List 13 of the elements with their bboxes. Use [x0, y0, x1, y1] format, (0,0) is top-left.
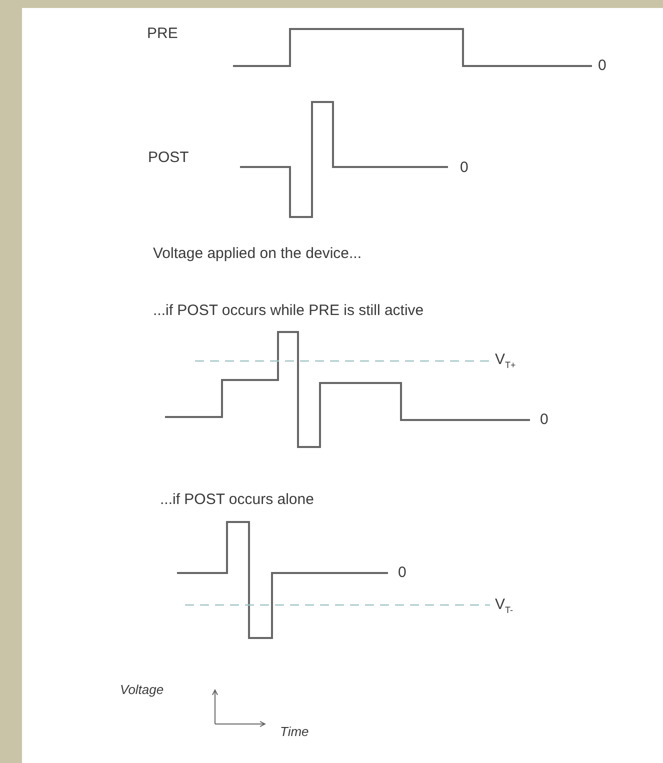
zero-level-label: 0: [460, 160, 468, 175]
axis-label: Time: [280, 725, 309, 738]
threshold-label: V$_{T+}$: [495, 352, 516, 370]
heading-text: ...if POST occurs alone: [160, 492, 314, 507]
axis-label: Voltage: [120, 683, 164, 696]
zero-level-label: 0: [598, 58, 606, 73]
signal-name: PRE: [147, 26, 178, 41]
zero-level-label: 0: [398, 565, 406, 580]
zero-level-label: 0: [540, 412, 548, 427]
heading-text: Voltage applied on the device...: [153, 246, 362, 261]
threshold-label: V$_{T-}$: [495, 597, 514, 615]
signal-name: POST: [148, 150, 189, 165]
heading-text: ...if POST occurs while PRE is still active: [153, 303, 424, 318]
